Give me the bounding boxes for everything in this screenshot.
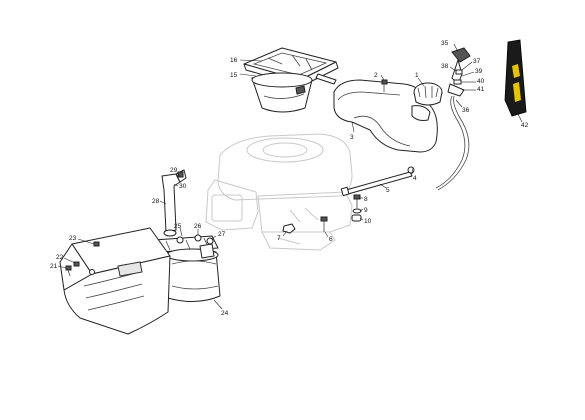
callout-9: 9 (364, 207, 368, 214)
callout-41: 41 (477, 86, 485, 93)
tank-cup (251, 72, 313, 113)
muffler (165, 243, 221, 302)
callout-15: 15 (230, 72, 238, 79)
exhaust-guard (59, 227, 171, 335)
callout-2: 2 (374, 72, 378, 79)
callout-26: 26 (194, 223, 202, 230)
engine-outline (205, 133, 353, 251)
guard-screws (65, 261, 95, 277)
tank-screw (381, 79, 388, 92)
callout-40: 40 (477, 78, 485, 85)
callout-30: 30 (179, 183, 187, 190)
callout-39: 39 (475, 68, 483, 75)
callout-27: 27 (218, 231, 226, 238)
callout-23: 23 (69, 235, 77, 242)
callout-1: 1 (415, 72, 419, 79)
gear-wrench-icon (504, 39, 527, 117)
callout-16: 16 (230, 57, 238, 64)
callout-3: 3 (350, 134, 354, 141)
callout-5: 5 (386, 187, 390, 194)
callout-25: 25 (174, 223, 182, 230)
callout-35: 35 (441, 40, 449, 47)
callout-37: 37 (473, 58, 481, 65)
callout-42: 42 (521, 122, 529, 129)
fuel-tank (333, 79, 438, 153)
bolt-washer-spacer (351, 194, 362, 222)
callouts: 1 2 3 4 5 6 7 8 9 10 15 16 21 22 23 24 2… (50, 40, 529, 317)
bolt-nut (282, 216, 328, 234)
callout-10: 10 (364, 218, 372, 225)
callout-24: 24 (221, 310, 229, 317)
callout-22: 22 (56, 254, 64, 261)
throttle-assembly (435, 47, 471, 191)
callout-6: 6 (329, 236, 333, 243)
callout-38: 38 (441, 63, 449, 70)
callout-29: 29 (170, 167, 178, 174)
fuel-hose (340, 166, 415, 197)
callout-28: 28 (152, 198, 160, 205)
callout-21: 21 (50, 263, 58, 270)
exhaust-pipe (161, 169, 187, 237)
callout-7: 7 (277, 235, 281, 242)
fuel-cap (413, 82, 443, 106)
callout-36: 36 (462, 107, 470, 114)
leader-lines (57, 43, 523, 310)
callout-4: 4 (413, 175, 417, 182)
callout-8: 8 (364, 196, 368, 203)
